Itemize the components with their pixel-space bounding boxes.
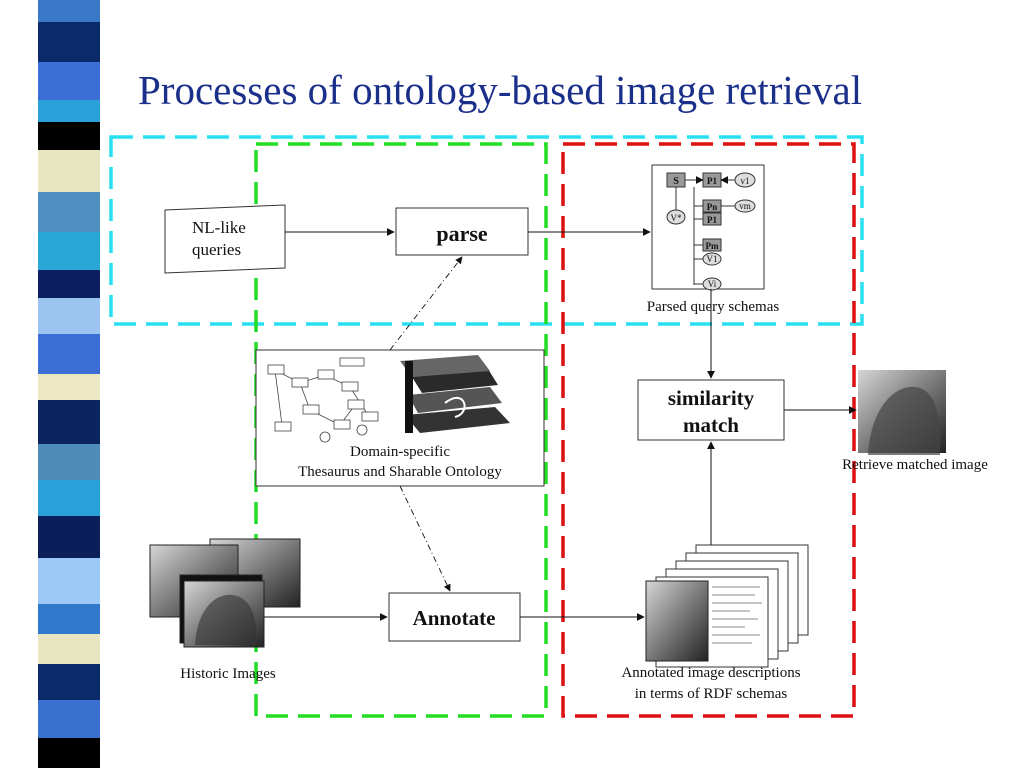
parse-label: parse (436, 221, 488, 246)
parsed-schemas-label: Parsed query schemas (647, 299, 780, 315)
historic-images-label: Historic Images (180, 666, 276, 682)
annotation-group-frame (254, 142, 548, 718)
annotated-label-2: in terms of RDF schemas (635, 686, 788, 702)
similarity-label-1: similarity (668, 386, 755, 410)
schema-s: S (673, 176, 679, 187)
slide-title: Processes of ontology-based image retrie… (138, 67, 863, 113)
arrow-ontology-to-parse (389, 256, 463, 351)
retrieval-process-diagram: NL-like queries parse S P1 v1 V* Pn vm P… (109, 135, 988, 718)
books-icon (400, 355, 510, 433)
schema-vm: vm (739, 201, 751, 211)
similarity-match-node: similarity match (637, 379, 785, 441)
annotate-label: Annotate (413, 606, 496, 630)
ontology-graph-icon (267, 357, 379, 443)
retrieve-label: Retrieve matched image (842, 457, 988, 473)
nl-queries-node: NL-like queries (164, 204, 286, 274)
parsed-schemas-node: S P1 v1 V* Pn vm P1 Pm V1 Vi Parsed quer… (647, 164, 780, 315)
retrieved-image: Retrieve matched image (842, 370, 988, 473)
parse-node: parse (395, 207, 529, 256)
nl-queries-label-1: NL-like (192, 218, 246, 237)
historic-images: Historic Images (149, 538, 301, 682)
annotate-node: Annotate (388, 592, 521, 642)
annotated-descriptions: Annotated image descriptions in terms of… (621, 544, 809, 702)
matching-group-frame (561, 142, 856, 718)
schema-v1: v1 (741, 176, 750, 186)
schema-pm: Pm (706, 241, 719, 251)
similarity-label-2: match (683, 413, 739, 437)
query-group-frame (109, 135, 864, 326)
ontology-node: Domain-specific Thesaurus and Sharable O… (255, 349, 545, 487)
annotated-label-1: Annotated image descriptions (621, 665, 800, 681)
arrow-ontology-to-annotate (399, 485, 451, 592)
schema-p1b: P1 (707, 215, 717, 225)
ontology-label-2: Thesaurus and Sharable Ontology (298, 464, 502, 480)
decorative-stripe (0, 0, 118, 768)
schema-pn: Pn (707, 202, 718, 212)
schema-vstar: V* (671, 213, 682, 223)
schema-p1: P1 (707, 176, 717, 186)
ontology-label-1: Domain-specific (350, 444, 450, 460)
schema-vi: Vi (708, 279, 717, 289)
schema-v1b: V1 (707, 254, 718, 264)
nl-queries-label-2: queries (192, 240, 241, 259)
